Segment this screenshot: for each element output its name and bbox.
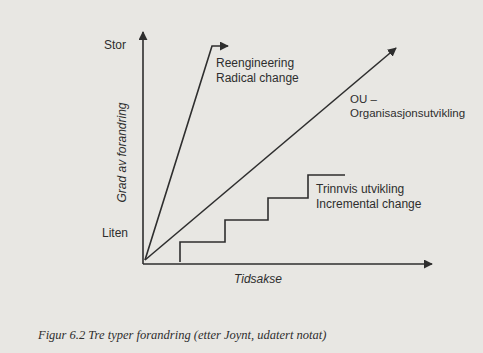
series-label: Reengineering Radical change bbox=[216, 56, 316, 86]
y-axis bbox=[142, 32, 144, 264]
y-axis-title: Grad av forandring bbox=[115, 102, 130, 202]
radical-change-line bbox=[145, 46, 228, 260]
x-axis-title: Tidsakse bbox=[234, 272, 282, 287]
series-label: Trinnvis utvikling Incremental change bbox=[316, 182, 431, 212]
ou-line bbox=[145, 48, 396, 260]
axis-min-label: Liten bbox=[102, 226, 128, 241]
x-axis bbox=[143, 263, 432, 265]
figure-caption: Figur 6.2 Tre typer forandring (etter Jo… bbox=[38, 328, 326, 344]
axis-max-label: Stor bbox=[104, 38, 126, 53]
series-label: OU – Organisasjonsutvikling bbox=[350, 92, 476, 121]
